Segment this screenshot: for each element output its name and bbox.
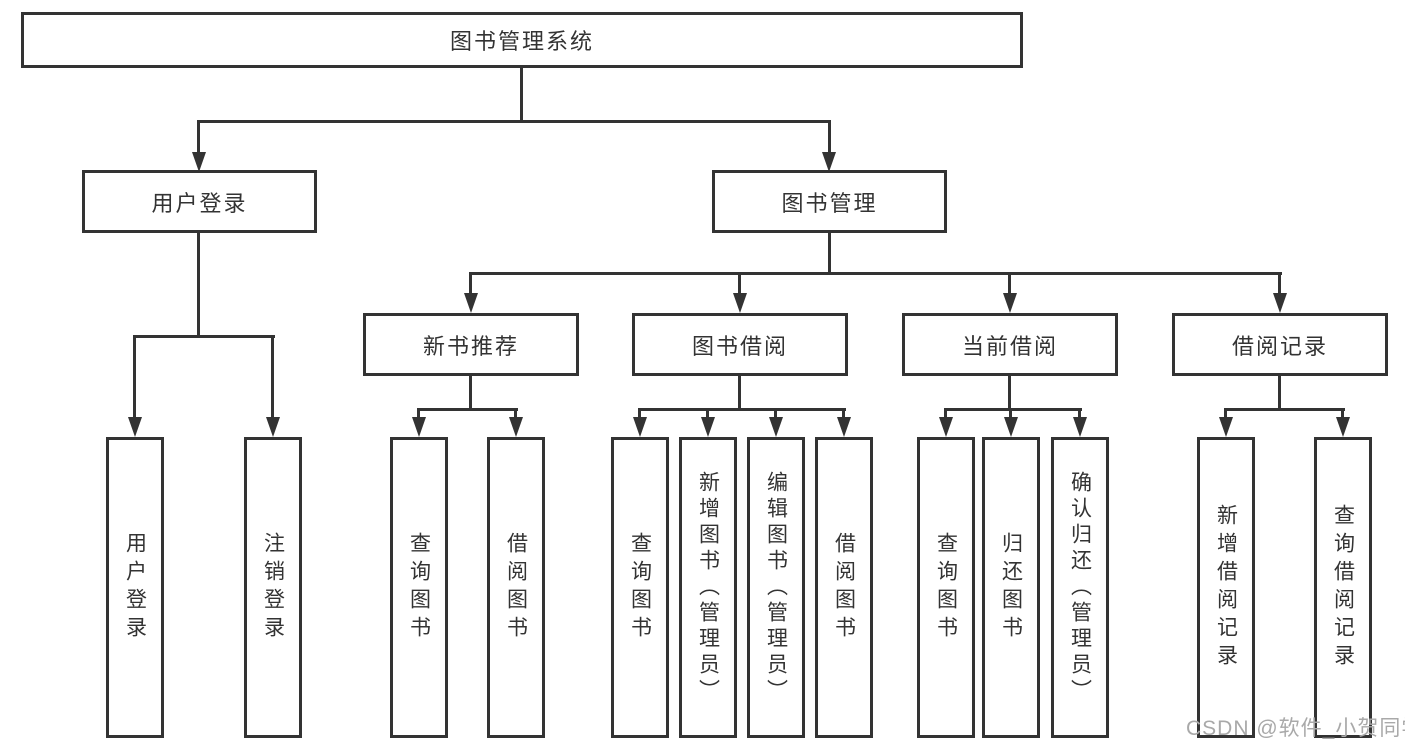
node-book-management: 图书管理 (712, 170, 947, 233)
connector-vline (469, 376, 472, 408)
arrow-down-icon (509, 417, 523, 437)
connector-vline (1278, 272, 1281, 295)
connector-vline (1009, 408, 1012, 419)
node-book-borrowing: 图书借阅 (632, 313, 848, 376)
arrow-down-icon (128, 417, 142, 437)
connector-vline (1341, 408, 1344, 419)
arrow-down-icon (1004, 417, 1018, 437)
arrow-down-icon (822, 152, 836, 172)
connector-vline (1224, 408, 1227, 419)
connector-vline (417, 408, 420, 419)
arrow-down-icon (266, 417, 280, 437)
arrow-down-icon (701, 417, 715, 437)
connector-vline (514, 408, 517, 419)
watermark-text: CSDN @软件_小贺同学 (1186, 717, 1405, 740)
leaf-user-login: 用户登录 (106, 437, 164, 738)
arrow-down-icon (769, 417, 783, 437)
connector-hline (469, 272, 1282, 275)
node-library-system: 图书管理系统 (21, 12, 1023, 68)
connector-vline (1008, 376, 1011, 408)
connector-vline (828, 120, 831, 154)
leaf-borrow-books-recommend: 借阅图书 (487, 437, 545, 738)
connector-vline (828, 233, 831, 272)
leaf-return-books: 归还图书 (982, 437, 1040, 738)
arrow-down-icon (1003, 293, 1017, 313)
connector-vline (944, 408, 947, 419)
connector-vline (469, 272, 472, 295)
connector-hline (197, 120, 831, 123)
connector-vline (706, 408, 709, 419)
connector-vline (774, 408, 777, 419)
connector-vline (197, 120, 200, 154)
arrow-down-icon (464, 293, 478, 313)
connector-vline (133, 335, 136, 419)
connector-hline (133, 335, 275, 338)
node-new-book-recommendation: 新书推荐 (363, 313, 579, 376)
arrow-down-icon (412, 417, 426, 437)
connector-vline (738, 272, 741, 295)
connector-vline (271, 335, 274, 419)
arrow-down-icon (1336, 417, 1350, 437)
leaf-query-books-current: 查询图书 (917, 437, 975, 738)
arrow-down-icon (1273, 293, 1287, 313)
node-borrowing-records: 借阅记录 (1172, 313, 1388, 376)
leaf-query-borrow-record: 查询借阅记录 (1314, 437, 1372, 738)
arrow-down-icon (633, 417, 647, 437)
connector-vline (197, 233, 200, 335)
leaf-add-borrow-record: 新增借阅记录 (1197, 437, 1255, 738)
node-user-login: 用户登录 (82, 170, 317, 233)
node-current-borrowing: 当前借阅 (902, 313, 1118, 376)
connector-hline (417, 408, 518, 411)
arrow-down-icon (733, 293, 747, 313)
connector-hline (1224, 408, 1345, 411)
arrow-down-icon (837, 417, 851, 437)
connector-hline (638, 408, 846, 411)
connector-vline (738, 376, 741, 408)
connector-hline (944, 408, 1082, 411)
arrow-down-icon (1219, 417, 1233, 437)
leaf-edit-book-admin: 编辑图书（管理员） (747, 437, 805, 738)
leaf-borrow-books-borrow: 借阅图书 (815, 437, 873, 738)
leaf-query-books-recommend: 查询图书 (390, 437, 448, 738)
arrow-down-icon (1073, 417, 1087, 437)
connector-vline (1078, 408, 1081, 419)
connector-vline (1278, 376, 1281, 408)
leaf-logout: 注销登录 (244, 437, 302, 738)
connector-vline (1008, 272, 1011, 295)
arrow-down-icon (939, 417, 953, 437)
leaf-query-books-borrow: 查询图书 (611, 437, 669, 738)
leaf-confirm-return-admin: 确认归还（管理员） (1051, 437, 1109, 738)
leaf-add-book-admin: 新增图书（管理员） (679, 437, 737, 738)
connector-vline (842, 408, 845, 419)
connector-vline (638, 408, 641, 419)
arrow-down-icon (192, 152, 206, 172)
connector-vline (520, 68, 523, 120)
